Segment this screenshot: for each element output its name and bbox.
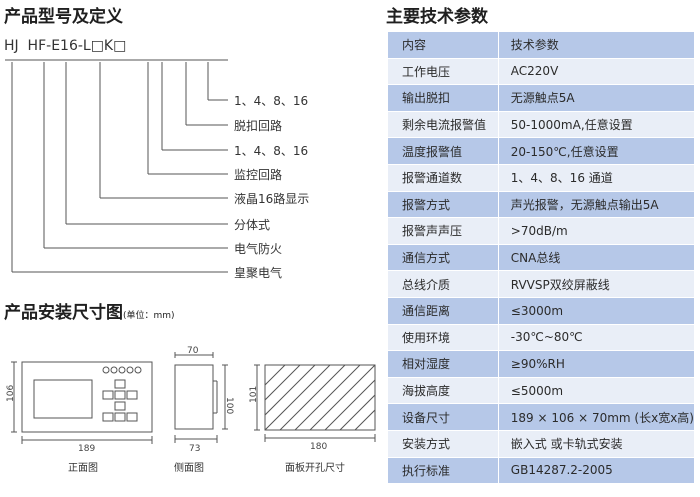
side-view-caption: 侧面图 <box>174 463 204 474</box>
spec-param-name: 内容 <box>388 32 499 59</box>
spec-param-value: -30℃~80℃ <box>497 324 694 352</box>
spec-param-name: 报警声声压 <box>388 217 499 245</box>
spec-param-value: 技术参数 <box>497 32 694 59</box>
spec-param-value: ≤3000m <box>497 297 694 325</box>
spec-param-name: 设备尺寸 <box>388 403 499 431</box>
legend-item: 1、4、8、16 <box>234 94 309 108</box>
model-legend-lines <box>5 59 228 273</box>
panel-cutout-drawing: 101 180 <box>249 364 376 452</box>
spec-param-value: CNA总线 <box>497 244 694 272</box>
spec-param-value: GB14287.2-2005 <box>497 457 694 485</box>
spec-param-name: 执行标准 <box>388 457 499 485</box>
side-top-label: 70 <box>187 346 199 356</box>
spec-param-value: ≥90%RH <box>497 350 694 378</box>
spec-param-name: 通信方式 <box>388 244 499 272</box>
spec-param-value: 1、4、8、16 通道 <box>497 164 694 192</box>
spec-param-value: >70dB/m <box>497 217 694 245</box>
side-height-label: 100 <box>224 397 234 414</box>
spec-header-row: 内容技术参数 <box>388 32 694 59</box>
spec-param-name: 报警通道数 <box>388 164 499 192</box>
spec-param-value: AC220V <box>497 58 694 86</box>
spec-param-value: 声光报警，无源触点输出5A <box>497 191 694 219</box>
spec-param-name: 剩余电流报警值 <box>388 111 499 139</box>
model-section-title: 产品型号及定义 <box>4 7 123 27</box>
spec-param-value: RVVSP双绞屏蔽线 <box>497 270 694 298</box>
spec-param-name: 使用环境 <box>388 324 499 352</box>
legend-item: 电气防火 <box>234 242 283 256</box>
legend-item: 1、4、8、16 <box>234 144 309 158</box>
legend-item: 分体式 <box>234 218 271 232</box>
spec-row: 输出脱扣无源触点5A <box>388 84 694 112</box>
spec-row: 安装方式嵌入式 或卡轨式安装 <box>388 430 694 458</box>
spec-param-value: ≤5000m <box>497 377 694 405</box>
spec-param-value: 嵌入式 或卡轨式安装 <box>497 430 694 458</box>
spec-param-name: 输出脱扣 <box>388 84 499 112</box>
side-bottom-label: 73 <box>189 444 200 454</box>
model-code: HJ HF-E16-L□K□ <box>4 38 127 54</box>
panel-cutout-caption: 面板开孔尺寸 <box>285 463 345 474</box>
legend-item: 监控回路 <box>234 168 283 182</box>
panel-height-label: 101 <box>249 386 259 403</box>
spec-param-name: 报警方式 <box>388 191 499 219</box>
spec-param-value: 20-150℃,任意设置 <box>497 137 694 165</box>
spec-param-name: 温度报警值 <box>388 137 499 165</box>
front-height-label: 106 <box>6 385 16 402</box>
install-unit-note: (单位：mm) <box>123 311 175 321</box>
spec-row: 相对湿度≥90%RH <box>388 350 694 378</box>
spec-param-value: 无源触点5A <box>497 84 694 112</box>
front-view-caption: 正面图 <box>68 463 98 474</box>
spec-param-name: 相对湿度 <box>388 350 499 378</box>
legend-item: 液晶16路显示 <box>234 192 310 206</box>
spec-section-title: 主要技术参数 <box>386 7 488 27</box>
spec-param-name: 海拔高度 <box>388 377 499 405</box>
spec-row: 通信距离≤3000m <box>388 297 694 325</box>
panel-width-label: 180 <box>310 442 327 452</box>
spec-row: 报警声声压>70dB/m <box>388 217 694 245</box>
spec-row: 海拔高度≤5000m <box>388 377 694 405</box>
spec-param-value: 50-1000mA,任意设置 <box>497 111 694 139</box>
front-width-label: 189 <box>78 444 95 454</box>
install-section-title: 产品安装尺寸图(单位：mm) <box>4 298 175 323</box>
side-view-drawing: 70 100 73 <box>174 346 234 454</box>
legend-item: 脱扣回路 <box>234 119 283 133</box>
spec-param-value: 189 × 106 × 70mm (长x宽x高) <box>497 403 694 431</box>
front-view-drawing: 106 189 <box>6 361 153 454</box>
spec-param-name: 总线介质 <box>388 270 499 298</box>
legend-item: 皇聚电气 <box>234 266 283 280</box>
spec-param-name: 工作电压 <box>388 58 499 86</box>
spec-param-name: 安装方式 <box>388 430 499 458</box>
spec-row: 使用环境-30℃~80℃ <box>388 324 694 352</box>
install-title-text: 产品安装尺寸图 <box>4 303 123 323</box>
spec-row: 报警方式声光报警，无源触点输出5A <box>388 191 694 219</box>
spec-param-name: 通信距离 <box>388 297 499 325</box>
